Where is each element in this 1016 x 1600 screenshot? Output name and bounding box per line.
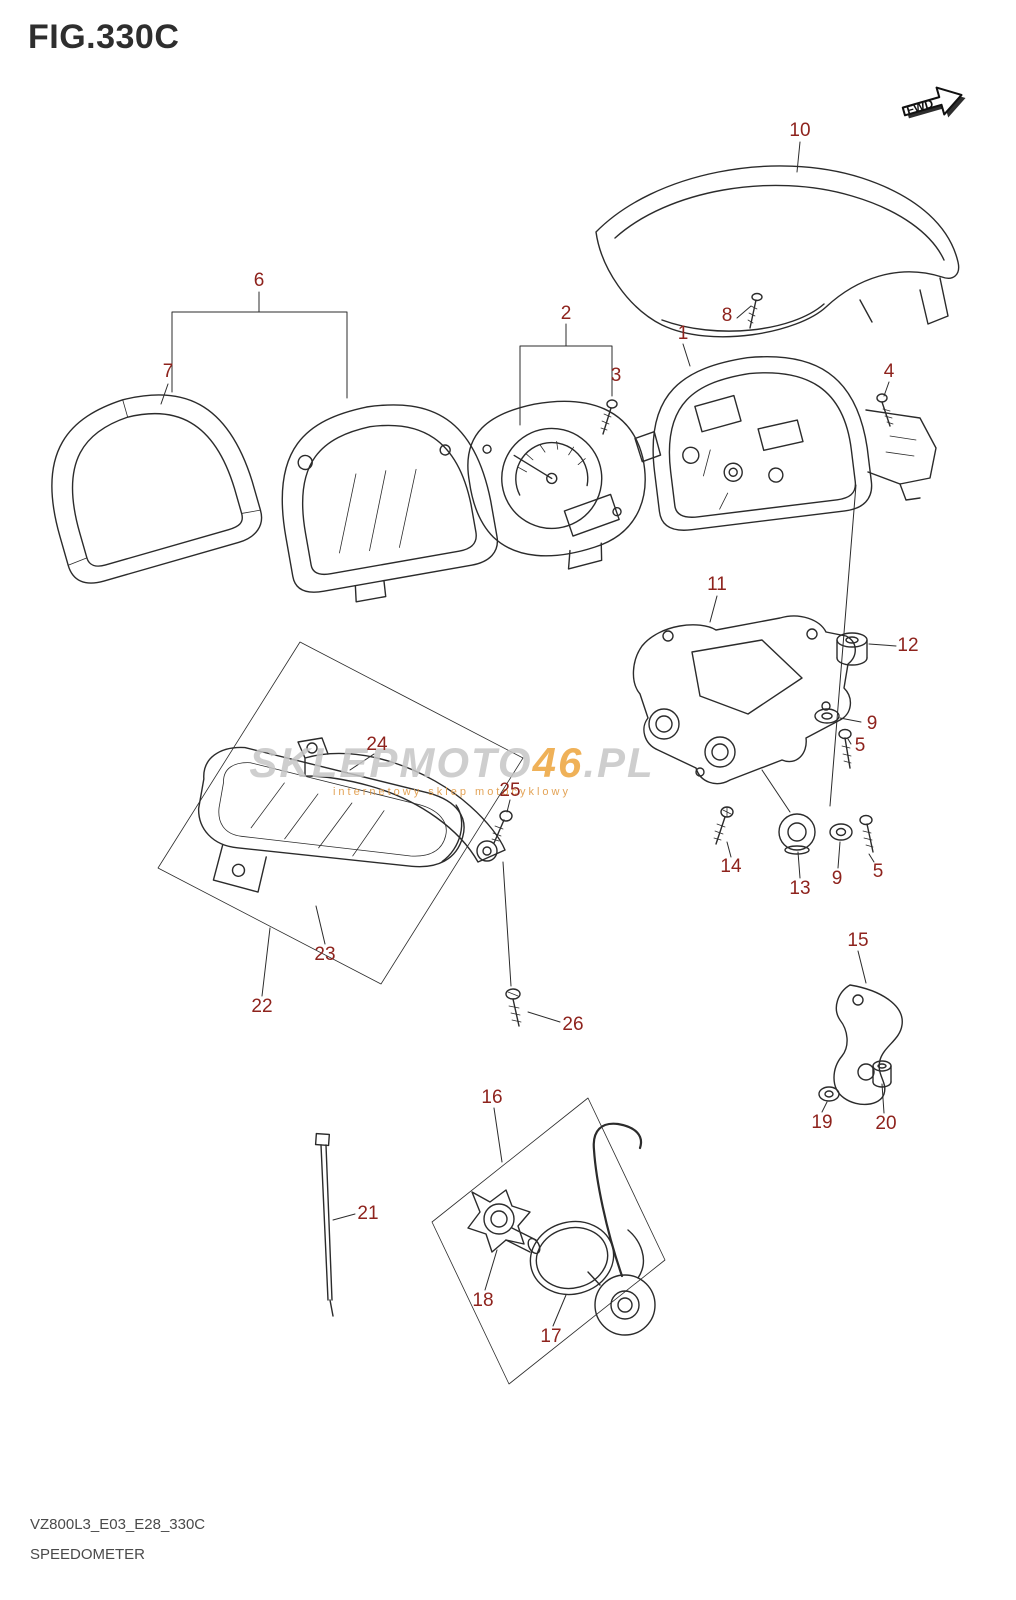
meter-unit-part2 (467, 400, 662, 570)
screw-part3 (600, 399, 618, 435)
screw-part25 (491, 810, 513, 844)
assembly-box-part16 (431, 1097, 666, 1385)
part-callout-6: 6 (253, 270, 265, 291)
grommet-part13 (778, 813, 816, 855)
part-callout-23: 23 (314, 944, 336, 965)
part-callout-18: 18 (472, 1290, 494, 1311)
meter-case-part1 (652, 356, 873, 531)
housing-front-part6 (281, 404, 499, 603)
part-callout-15: 15 (847, 930, 869, 951)
part-callout-16: 16 (481, 1087, 503, 1108)
screw-part14 (713, 806, 734, 845)
leader-lines (160, 141, 897, 1327)
screw-part8 (747, 292, 763, 329)
washer-part9-lower (829, 823, 853, 841)
screw-part5-lower (859, 814, 874, 853)
bezel-part7 (51, 394, 263, 584)
part-callout-10: 10 (789, 120, 811, 141)
part-callout-14: 14 (720, 856, 742, 877)
part-callout-20: 20 (875, 1113, 897, 1134)
part-callout-22: 22 (251, 996, 273, 1017)
socket-part18 (467, 1189, 541, 1255)
part-callout-12: 12 (897, 635, 919, 656)
screw-part26 (505, 988, 522, 1027)
part-callout-11: 11 (707, 574, 727, 595)
figure-name: SPEEDOMETER (30, 1546, 146, 1563)
part-callout-25: 25 (499, 780, 521, 801)
rear-holder-part1 (865, 409, 937, 501)
part-callout-4: 4 (883, 361, 895, 382)
figure-code: VZ800L3_E03_E28_330C (30, 1516, 206, 1533)
part-callout-7: 7 (162, 361, 174, 382)
washer-part9-upper (814, 708, 840, 724)
part-callout-9b: 9 (831, 868, 843, 889)
speed-sensor-unit (587, 1122, 656, 1336)
grommet-part12 (836, 632, 868, 666)
assembly-box-part22 (157, 641, 524, 985)
part-callout-9a: 9 (866, 713, 878, 734)
fwd-arrow-icon: FWD (901, 86, 966, 119)
part-callout-1: 1 (677, 323, 689, 344)
part-callout-26: 26 (562, 1014, 584, 1035)
part-callout-21: 21 (357, 1203, 379, 1224)
washer-part19 (818, 1086, 840, 1102)
part-callout-3: 3 (610, 365, 622, 386)
bracket-part15 (833, 984, 903, 1105)
part-callout-19: 19 (811, 1112, 833, 1133)
upper-cover-part10 (595, 165, 960, 338)
cable-tie-part21 (314, 1132, 334, 1317)
part-callout-8: 8 (721, 305, 733, 326)
part-callout-5a: 5 (854, 735, 866, 756)
collar-part20 (872, 1060, 892, 1088)
lower-cover-part23 (197, 746, 465, 893)
screw-part4 (876, 393, 894, 427)
part-callout-24: 24 (366, 734, 388, 755)
part-callout-5b: 5 (872, 861, 884, 882)
screw-part5-upper (838, 728, 852, 769)
part-callout-17: 17 (540, 1326, 562, 1347)
figure-title: FIG.330C (28, 18, 180, 56)
part-callout-13: 13 (789, 878, 811, 899)
part-callout-2: 2 (560, 303, 572, 324)
mount-bracket-part11 (632, 615, 856, 785)
bracket-arm-part24 (297, 737, 506, 863)
